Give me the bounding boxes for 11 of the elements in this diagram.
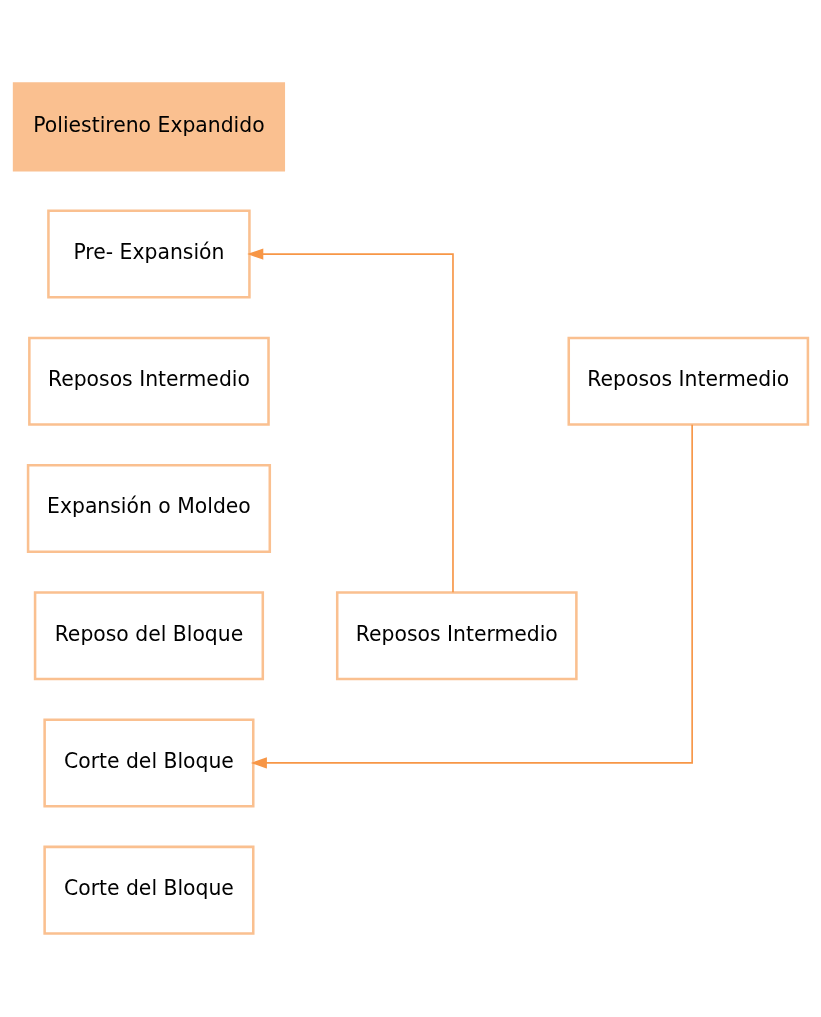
arrow [246,248,454,594]
node-box: Reposos Intermedio [567,336,809,426]
node-box: Corte del Bloque [42,845,254,935]
node-box: Pre- Expansión [46,209,251,299]
node-box: Reposos Intermedio [27,336,270,426]
arrow [250,423,693,769]
node-box: Reposos Intermedio [335,591,578,681]
node-box: Expansión o Moldeo [26,464,271,553]
node-box: Reposo del Bloque [33,591,264,681]
node-box: Poliestireno Expandido [12,82,285,172]
node-box: Corte del Bloque [42,718,254,808]
